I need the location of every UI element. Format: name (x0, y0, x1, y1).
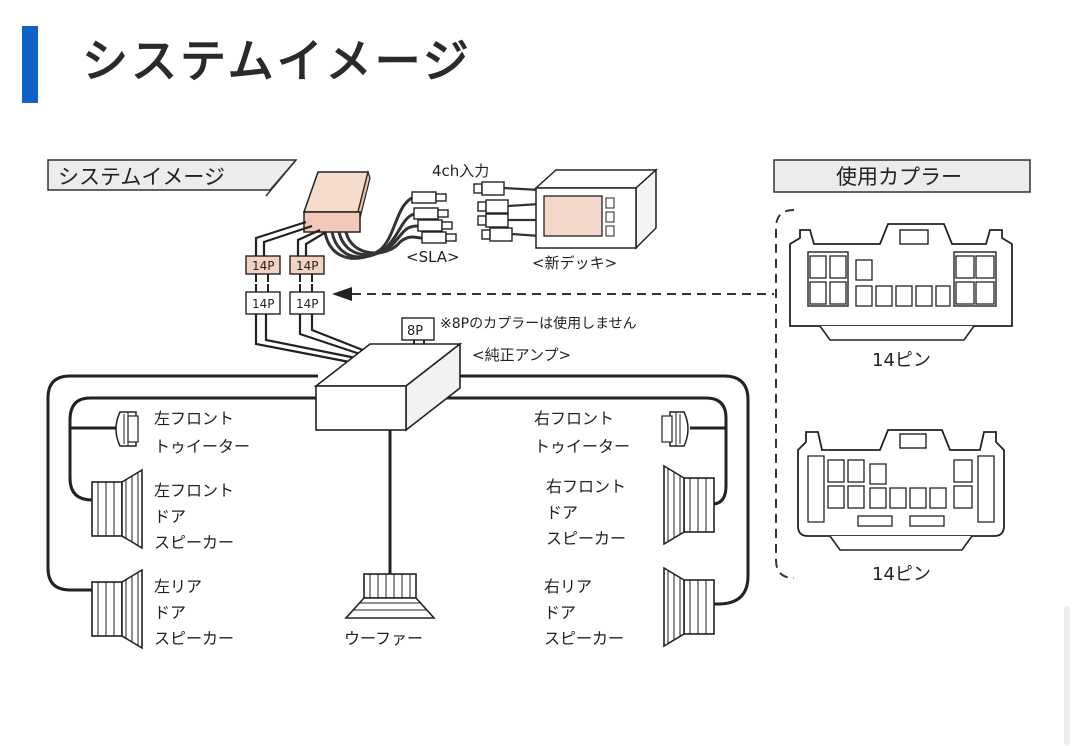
speaker-wiring (46, 374, 750, 606)
left-rear-door-speaker-icon (91, 568, 143, 650)
coupler-reference-arrow (332, 287, 774, 301)
sla-rca-cables (323, 196, 423, 260)
coupler-14pin-1-icon (789, 223, 1013, 341)
connector-14p-lower-left: 14P (245, 291, 281, 315)
coupler-14pin-1-label: 14ピン (872, 350, 931, 371)
svg-text:14P: 14P (252, 259, 275, 273)
right-front-door-speaker-icon (663, 464, 715, 546)
note-8p-unused: ※8Pのカプラーは使用しません (440, 315, 637, 332)
woofer-label: ウーファー (344, 629, 423, 648)
new-deck-icon (534, 168, 658, 250)
right-front-tweeter-label: 右フロント トゥイーター (534, 409, 630, 456)
right-front-tweeter-icon (661, 411, 689, 447)
right-front-door-speaker-label: 右フロント ドア スピーカー (546, 477, 631, 548)
right-rear-door-speaker-label: 右リア ドア スピーカー (544, 577, 624, 648)
coupler-14pin-2-label: 14ピン (872, 564, 931, 585)
svg-text:14P: 14P (252, 297, 275, 311)
stock-amp-label: <純正アンプ> (472, 346, 571, 364)
svg-text:14P: 14P (296, 259, 319, 273)
left-front-door-speaker-icon (91, 468, 143, 550)
svg-text:14P: 14P (296, 297, 319, 311)
svg-text:8P: 8P (407, 324, 423, 339)
amp-harness-wires (254, 314, 379, 366)
right-rear-door-speaker-icon (663, 566, 715, 648)
connector-14p-lower-right: 14P (289, 291, 325, 315)
sla-label: <SLA> (406, 248, 460, 266)
left-front-tweeter-icon (115, 411, 139, 447)
rca-plugs-sla-side (411, 191, 457, 244)
sla-harness-wires (254, 220, 327, 256)
coupler-panel-header: 使用カプラー (773, 159, 1031, 193)
stock-amp (313, 342, 463, 432)
coupler-panel-title: 使用カプラー (836, 165, 962, 189)
sla-unit (302, 169, 371, 233)
connector-14p-upper-right: 14P (289, 255, 325, 275)
input-4ch-label: 4ch入力 (432, 162, 489, 180)
coupler-bracket (775, 209, 795, 579)
left-rear-door-speaker-label: 左リア ドア スピーカー (154, 577, 234, 648)
system-image-panel-title: システムイメージ (58, 165, 225, 189)
rca-plugs-deck-side (473, 181, 513, 242)
scrollbar-thumb[interactable] (1064, 606, 1070, 746)
connector-pins (255, 274, 313, 292)
page-title: システムイメージ (82, 34, 472, 88)
left-front-door-speaker-label: 左フロント ドア スピーカー (154, 481, 239, 552)
new-deck-label: <新デッキ> (532, 254, 617, 272)
title-accent-bar (22, 26, 38, 103)
woofer-icon (344, 573, 436, 619)
system-image-panel-header: システムイメージ (47, 159, 298, 197)
coupler-14pin-2-icon (797, 429, 1005, 551)
connector-14p-upper-left: 14P (245, 255, 281, 275)
left-front-tweeter-label: 左フロント トゥイーター (154, 409, 250, 456)
